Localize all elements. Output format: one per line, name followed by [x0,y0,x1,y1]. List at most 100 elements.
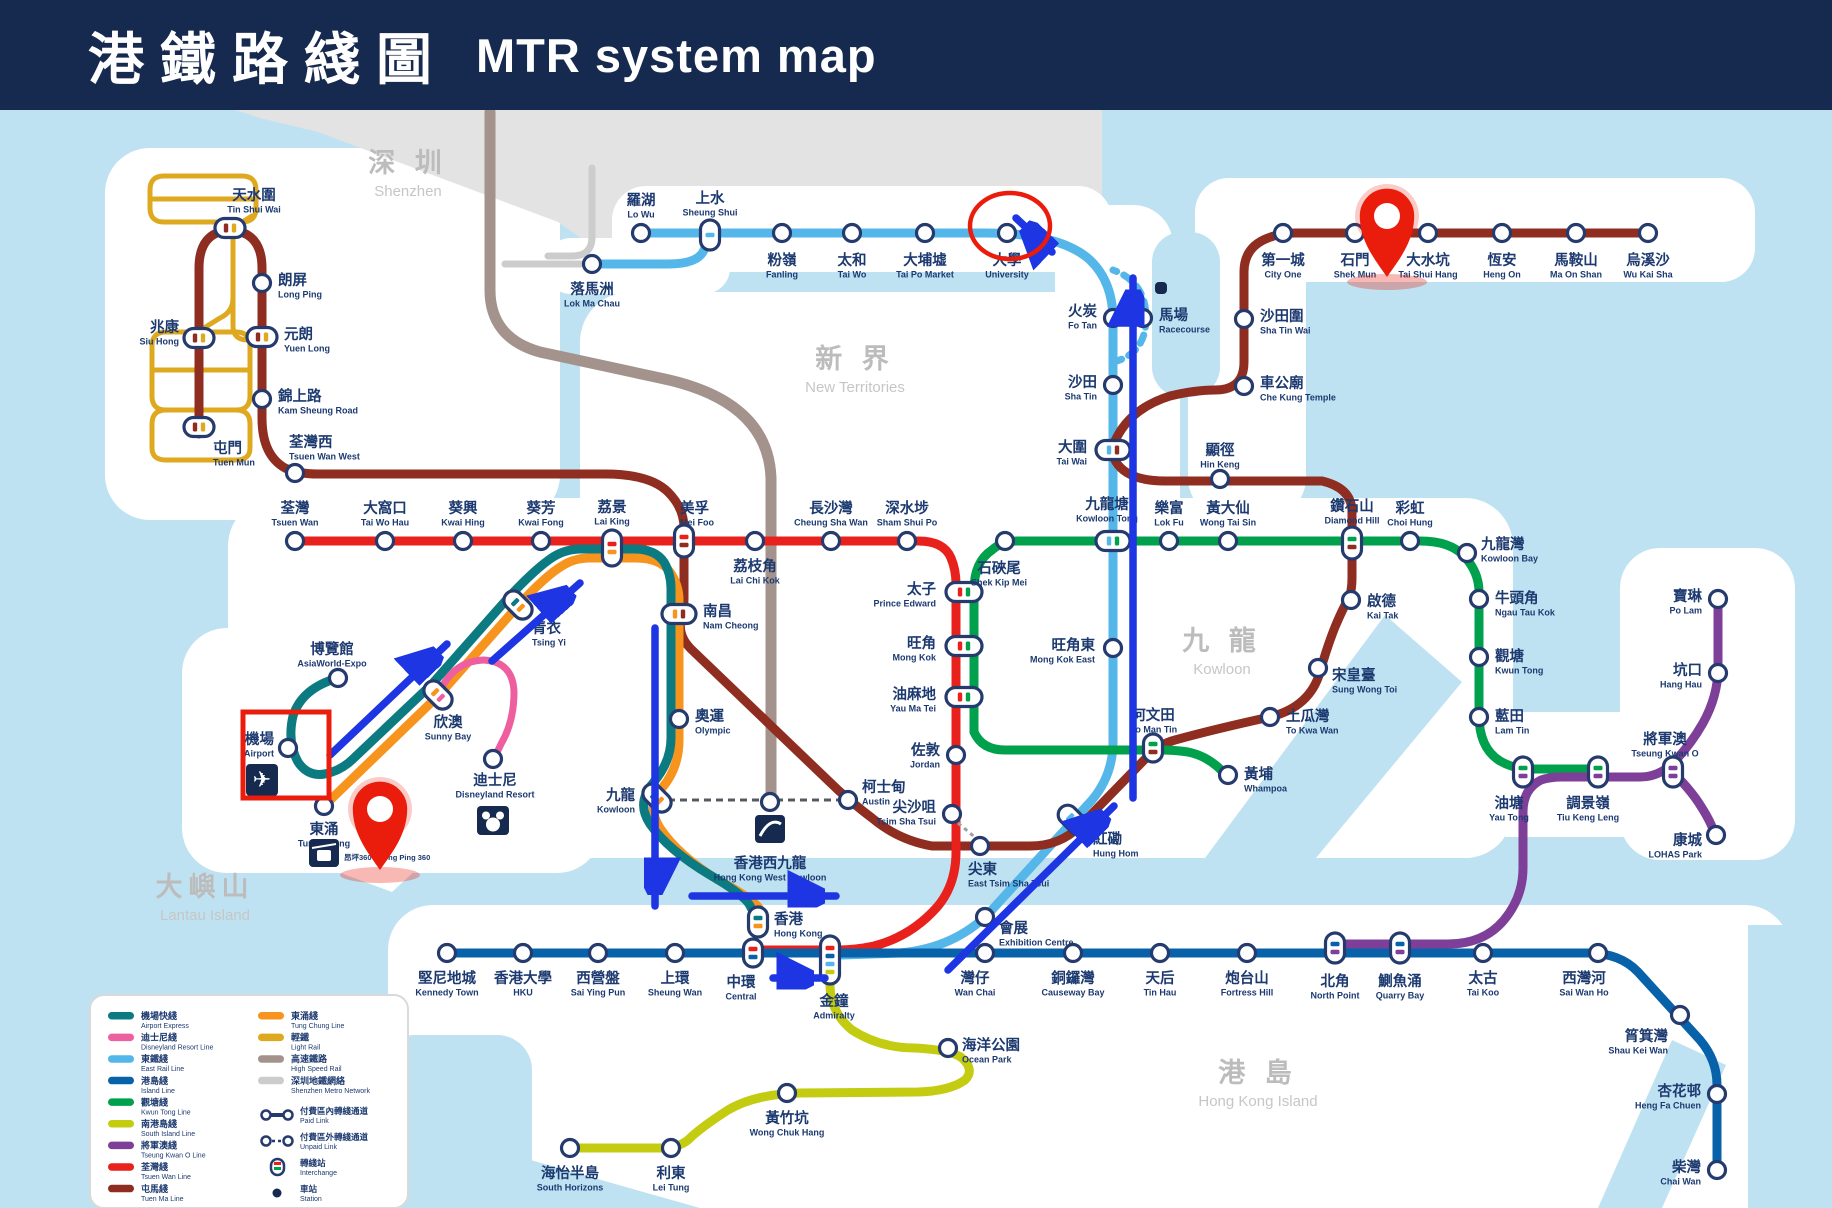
station-label-south-horizons-en: South Horizons [537,1183,604,1193]
station-label-sai-wan-ho-en: Sai Wan Ho [1559,988,1609,998]
station-label-lo-wu-en: Lo Wu [627,210,654,220]
station-label-tseung-kwan-o-en: Tseung Kwan O [1631,749,1698,759]
station-label-to-kwa-wan: 土瓜灣 [1286,707,1330,725]
legend-label-left-5-en: South Island Line [141,1131,195,1138]
horse-icon [1155,282,1167,294]
station-label-central-en: Central [725,992,756,1002]
station-label-hku-en: HKU [513,988,533,998]
station-sham-shui-po [896,530,918,552]
station-label-tai-wo-hau-en: Tai Wo Hau [361,518,409,528]
legend-label-left-1: 迪士尼綫 [141,1032,177,1043]
station-kwai-hing [452,530,474,552]
legend-label-left-6: 將軍澳綫 [141,1140,177,1151]
station-label-po-lam-en: Po Lam [1669,606,1702,616]
station-tai-wo [841,222,863,244]
station-whampoa [1217,764,1239,786]
station-label-tin-hau: 天后 [1146,970,1175,987]
legend-label-left-6-en: Tseung Kwan O Line [141,1153,206,1160]
station-tai-shui-hang [1417,222,1439,244]
station-label-mong-kok-east: 旺角東 [1052,636,1096,654]
station-lei-tung [660,1137,682,1159]
station-label-heng-fa-chuen-en: Heng Fa Chuen [1635,1101,1701,1111]
station-label-prince-edward-en: Prince Edward [873,599,936,609]
station-hku [512,942,534,964]
station-label-tsuen-wan-west-en: Tsuen Wan West [289,452,360,462]
station-fanling [771,222,793,244]
station-label-tai-wai-en: Tai Wai [1056,457,1087,467]
station-lohas-park [1705,824,1727,846]
station-city-one [1272,222,1294,244]
station-label-tai-koo-en: Tai Koo [1467,988,1500,998]
land-shape-17 [1598,1040,1726,1208]
station-tai-wai [1094,438,1132,462]
station-label-kowloon-bay-en: Kowloon Bay [1481,554,1538,564]
station-to-kwa-wan [1259,706,1281,728]
station-label-city-one: 第一城 [1261,251,1305,269]
station-sha-tin [1102,374,1124,396]
station-label-fanling-en: Fanling [766,270,798,280]
legend-symbol-paid-link [260,1109,294,1121]
station-heng-on [1491,222,1513,244]
land-shape-0 [105,148,560,520]
station-sheung-shui [698,218,722,252]
region-label-new-territories: 新 界 [815,343,895,374]
station-choi-hung [1399,530,1421,552]
station-label-lai-king: 荔景 [597,498,627,516]
station-east-tsim-sha-tsui [969,835,991,857]
station-label-yau-tong-en: Yau Tong [1489,813,1529,823]
station-label-tuen-mun: 屯門 [213,439,242,457]
station-label-tsuen-wan-en: Tsuen Wan [272,518,319,528]
station-label-sai-ying-pun-en: Sai Ying Pun [571,988,626,998]
station-tuen-mun [182,415,216,439]
station-label-tsing-yi-en: Tsing Yi [532,638,566,648]
station-label-sunny-bay: 欣澳 [434,713,463,731]
annotation-pin-1 [340,777,420,883]
station-label-ocean-park: 海洋公園 [962,1036,1020,1054]
station-label-tuen-mun-en: Tuen Mun [213,458,255,468]
station-sung-wong-toi [1307,657,1329,679]
station-label-tsim-sha-tsui: 尖沙咀 [893,798,937,816]
station-label-mei-foo: 美孚 [680,499,709,517]
station-label-shau-kei-wan: 筲箕灣 [1625,1027,1669,1045]
station-label-tai-wo-en: Tai Wo [838,270,867,280]
station-label-heng-on: 恆安 [1488,251,1517,269]
station-label-fanling: 粉嶺 [768,251,797,269]
station-label-airport: 機場 [245,730,274,748]
station-austin [837,789,859,811]
legend-label-right-0-en: Tung Chung Line [291,1023,345,1030]
annotation-arrow-5 [944,802,1118,974]
station-label-hong-kong: 香港 [774,910,803,928]
legend-label-left-0: 機場快綫 [141,1010,177,1021]
station-yuen-long [245,325,279,349]
station-cheung-sha-wan [820,530,842,552]
station-hin-keng [1209,468,1231,490]
station-label-disneyland-en: Disneyland Resort [455,790,534,800]
station-tsim-sha-tsui [941,803,963,825]
stations-layer [182,216,1729,1181]
station-label-olympic-en: Olympic [695,726,731,736]
station-label-jordan: 佐敦 [910,741,940,759]
station-label-quarry-bay: 鰂魚涌 [1377,972,1422,990]
station-label-hin-keng: 顯徑 [1206,441,1235,459]
station-label-hang-hau-en: Hang Hau [1660,680,1702,690]
station-label-tung-chung: 東涌 [310,820,339,838]
station-label-kowloon-bay: 九龍灣 [1480,535,1525,553]
annotation-arrow-7 [1012,214,1052,252]
annotation-circle-university [967,190,1053,262]
station-che-kung-temple [1233,375,1255,397]
station-label-hung-hom: 紅磡 [1093,830,1122,848]
station-label-east-tsim-sha-tsui-en: East Tsim Sha Tsui [968,879,1049,889]
station-label-shek-kip-mei-en: Shek Kip Mei [971,578,1027,588]
station-label-hong-kong-en: Hong Kong [774,929,823,939]
legend-symbol-station-dot [272,1188,282,1198]
station-label-lo-wu: 羅湖 [627,192,656,209]
station-label-choi-hung-en: Choi Hung [1387,518,1433,528]
station-sai-wan-ho [1587,942,1609,964]
legend-label-right-2: 高速鐵路 [291,1053,328,1064]
station-causeway-bay [1062,942,1084,964]
station-label-quarry-bay-en: Quarry Bay [1376,991,1425,1001]
station-label-austin: 柯士甸 [862,778,906,796]
